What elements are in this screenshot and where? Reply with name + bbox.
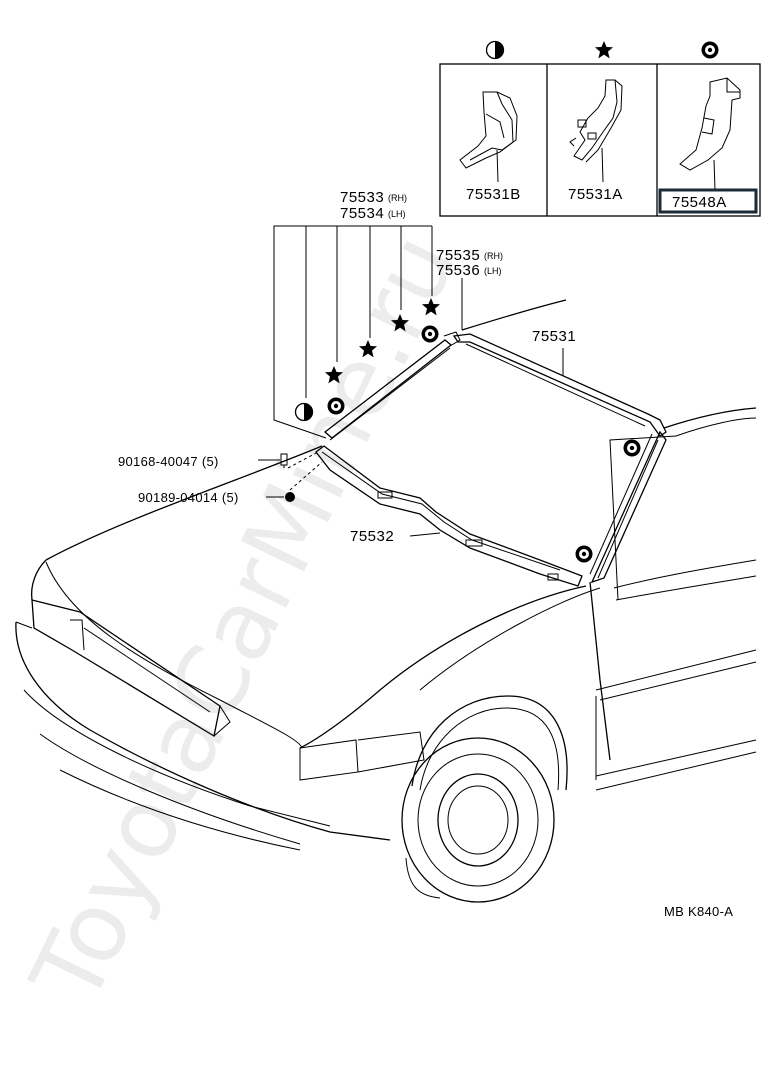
ring-icon [701, 41, 719, 59]
ring-icon [623, 439, 641, 457]
part-label-75548a[interactable]: 75548A [672, 194, 727, 211]
inset-box: 75531B 75531A 75548A [439, 40, 761, 217]
part-label-75531a: 75531A [568, 186, 623, 203]
callout-bracket: 75533 (RH) 75534 (LH) 75535 (RH) 75536 (… [273, 189, 503, 439]
highlight-box-75548a [658, 188, 758, 214]
part-label-75531b: 75531B [466, 186, 521, 203]
label-75534: 75534 [340, 205, 384, 222]
label-75536: 75536 [436, 262, 480, 279]
star-icon [595, 41, 613, 59]
diagram-code: MB K840-A [664, 904, 733, 919]
ring-icon [575, 545, 593, 563]
label-screw: 90168-40047 (5) [118, 454, 219, 469]
nut-icon [285, 492, 295, 502]
clip-75548a-illustration [679, 77, 741, 191]
clip-75531b-illustration [459, 91, 518, 183]
label-75535-side: (RH) [484, 251, 503, 261]
label-75532: 75532 [350, 528, 394, 545]
ring-icon [327, 397, 345, 415]
half-circle-icon [485, 40, 505, 60]
label-75534-side: (LH) [388, 209, 406, 219]
screw-icon [280, 453, 288, 466]
label-75536-side: (LH) [484, 266, 502, 276]
label-75535: 75535 [436, 247, 480, 264]
watermark-text: ToyotaCarMine.ru [10, 217, 479, 1021]
windshield-moulding: 75531 [323, 328, 667, 584]
car-body-outline [15, 299, 757, 903]
clip-75531a-illustration [569, 79, 623, 183]
label-75533-side: (RH) [388, 193, 407, 203]
cowl-moulding-75532: 75532 [315, 445, 583, 587]
label-75533: 75533 [340, 189, 384, 206]
half-circle-icon [294, 402, 314, 422]
label-75531: 75531 [532, 328, 576, 345]
ring-icon [421, 325, 439, 343]
